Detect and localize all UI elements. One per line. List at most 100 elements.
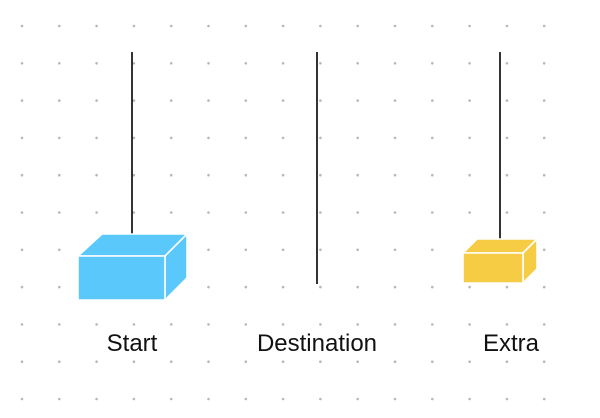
grid-dot [20, 360, 24, 364]
grid-dot [356, 24, 360, 28]
grid-dot [356, 360, 360, 364]
grid-dot [468, 285, 471, 289]
grid-dot [95, 323, 98, 326]
grid-dot [20, 397, 24, 401]
grid-dot [505, 285, 509, 289]
grid-dot [356, 173, 360, 177]
grid-dot [169, 360, 173, 364]
grid-dot [393, 285, 397, 289]
grid-dot [207, 173, 210, 177]
grid-dot [431, 62, 434, 65]
grid-dot [244, 248, 248, 252]
grid-dot [393, 24, 397, 28]
grid-dot [20, 62, 24, 65]
grid-dot [58, 62, 61, 65]
grid-dot [468, 360, 471, 364]
grid-dot [542, 360, 546, 364]
grid-dot [244, 211, 248, 214]
grid-dot [58, 136, 61, 140]
grid-dot [319, 99, 322, 102]
grid-dot [393, 173, 397, 177]
grid-dot [542, 285, 546, 289]
grid-dot [319, 211, 322, 214]
grid-dot [244, 360, 248, 364]
grid-dot [207, 211, 210, 214]
grid-dot [244, 285, 248, 289]
grid-dot [319, 397, 322, 401]
grid-dot [319, 360, 322, 364]
grid-dot [431, 211, 434, 214]
grid-dot [20, 248, 24, 252]
grid-dot [542, 62, 546, 65]
peg-label-start: Start [106, 330, 158, 357]
grid-dot [58, 323, 61, 326]
grid-dot [542, 248, 546, 252]
grid-dot [169, 211, 173, 214]
grid-dot [468, 24, 471, 28]
grid-dot [95, 136, 98, 140]
grid-dot [393, 323, 397, 326]
grid-dot [468, 62, 471, 65]
grid-dot [356, 397, 360, 401]
disk-large[interactable] [77, 233, 188, 301]
grid-dot [244, 397, 248, 401]
disk-small-front [462, 252, 524, 284]
grid-dot [393, 136, 397, 140]
grid-dot [431, 248, 434, 252]
grid-dot [132, 323, 136, 326]
grid-dot [20, 285, 24, 289]
grid-dot [95, 24, 98, 28]
grid-dot [356, 211, 360, 214]
disk-large-front [77, 255, 166, 301]
grid-dot [319, 24, 322, 28]
grid-dot [207, 360, 210, 364]
grid-dot [132, 360, 136, 364]
grid-dot [207, 62, 210, 65]
grid-dot [95, 211, 98, 214]
grid-dot [319, 248, 322, 252]
grid-dot [58, 211, 61, 214]
grid-dot [95, 99, 98, 102]
grid-dot [319, 285, 322, 289]
grid-dot [505, 211, 509, 214]
grid-dot [542, 24, 546, 28]
disk-small[interactable] [462, 238, 538, 284]
grid-dot [244, 323, 248, 326]
grid-dot [356, 323, 360, 326]
grid-dot [281, 397, 285, 401]
grid-dot [393, 397, 397, 401]
grid-dot [132, 99, 136, 102]
grid-dot [20, 173, 24, 177]
grid-dot [505, 62, 509, 65]
grid-dot [207, 323, 210, 326]
grid-dot [431, 360, 434, 364]
grid-dot [20, 136, 24, 140]
grid-dot [542, 173, 546, 177]
grid-dot [356, 99, 360, 102]
grid-dot [393, 248, 397, 252]
grid-dot [207, 285, 210, 289]
grid-dot [132, 211, 136, 214]
grid-dot [356, 62, 360, 65]
grid-dot [542, 99, 546, 102]
grid-dot [95, 397, 98, 401]
grid-dot [431, 136, 434, 140]
grid-dot [169, 397, 173, 401]
grid-dot [244, 99, 248, 102]
grid-dot [468, 99, 471, 102]
grid-dot [505, 24, 509, 28]
grid-dot [431, 99, 434, 102]
grid-dot [356, 285, 360, 289]
grid-dot [281, 248, 285, 252]
grid-dot [281, 211, 285, 214]
grid-dot [58, 285, 61, 289]
grid-dot [281, 173, 285, 177]
grid-dot [431, 397, 434, 401]
grid-dot [58, 99, 61, 102]
grid-dot [393, 99, 397, 102]
grid-dot [244, 62, 248, 65]
grid-dot [95, 173, 98, 177]
grid-dot [20, 211, 24, 214]
